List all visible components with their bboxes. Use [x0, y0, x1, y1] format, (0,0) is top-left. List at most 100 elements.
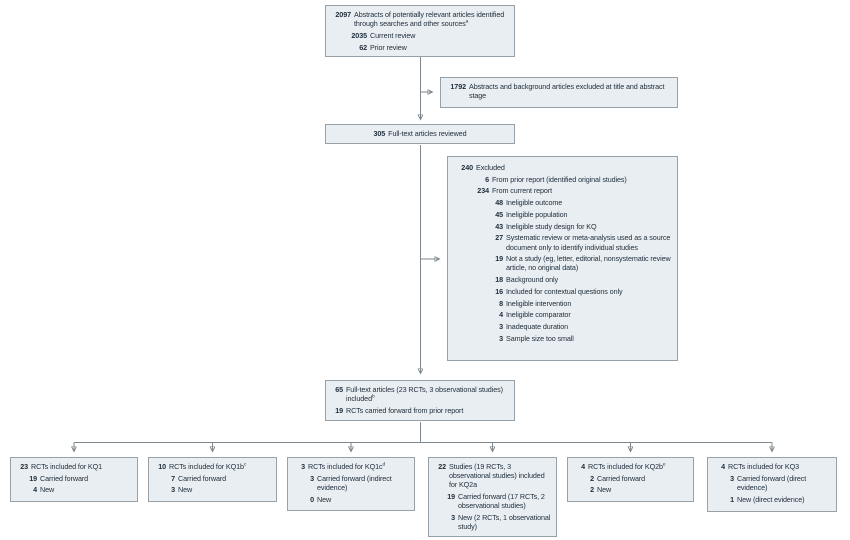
line-text: RCTs carried forward from prior report: [346, 405, 464, 415]
count-value: 16: [495, 286, 503, 296]
count-value: 4: [33, 485, 37, 495]
footnote-marker: d: [382, 462, 386, 468]
line-text: Carried forward: [597, 473, 646, 483]
count-value: 4: [721, 462, 725, 471]
count-value: 2: [590, 473, 594, 483]
line-text: RCTs included for KQ1cd: [308, 462, 386, 471]
line-text: RCTs included for KQ1: [31, 462, 103, 471]
count-value: 45: [495, 209, 503, 219]
line-text: Included for contextual questions only: [506, 286, 623, 296]
line-text: Full-text articles (23 RCTs, 3 observati…: [346, 385, 503, 404]
line-text: New (direct evidence): [737, 494, 805, 504]
line-text: RCTs included for KQ2be: [588, 462, 666, 471]
line-text: Ineligible population: [506, 209, 568, 219]
line-text: Excluded: [476, 163, 505, 172]
line-text: Ineligible study design for KQ: [506, 221, 597, 231]
line-text: Abstracts and background articles exclud…: [469, 82, 665, 101]
line-text: Ineligible intervention: [506, 298, 572, 308]
count-value: 19: [495, 254, 503, 264]
line-text: Carried forward (17 RCTs, 2 observationa…: [458, 492, 545, 511]
line-text: Prior review: [370, 42, 407, 52]
count-value: 3: [730, 473, 734, 483]
count-value: 3: [301, 462, 305, 471]
line-text: Carried forward: [178, 473, 227, 483]
line-text: Full-text articles reviewed: [388, 129, 467, 139]
count-value: 43: [495, 221, 503, 231]
count-value: 3: [499, 333, 503, 343]
count-value: 62: [359, 42, 367, 52]
line-text: New: [317, 494, 332, 504]
count-value: 65: [335, 385, 343, 394]
line-text: New: [40, 485, 55, 495]
line-text: New: [178, 485, 193, 495]
line-text: Inadequate duration: [506, 322, 569, 332]
line-text: Sample size too small: [506, 333, 574, 343]
count-value: 4: [499, 310, 503, 320]
line-text: Background only: [506, 275, 559, 285]
count-value: 23: [20, 462, 28, 471]
line-text: Studies (19 RCTs, 3 observational studie…: [449, 462, 545, 490]
count-value: 27: [495, 233, 503, 243]
count-value: 0: [310, 494, 314, 504]
line-text: Carried forward (indirect evidence): [317, 473, 392, 492]
count-value: 234: [477, 186, 489, 196]
footnote-marker: c: [243, 462, 247, 468]
count-value: 3: [499, 322, 503, 332]
count-value: 305: [373, 129, 386, 139]
count-value: 1: [730, 494, 734, 504]
count-value: 1792: [450, 82, 466, 91]
footnote-marker: a: [465, 19, 469, 25]
count-value: 240: [461, 163, 473, 172]
count-value: 3: [310, 473, 314, 483]
count-value: 18: [495, 275, 503, 285]
count-value: 7: [171, 473, 175, 483]
line-text: RCTs included for KQ3: [728, 462, 800, 471]
count-value: 6: [485, 174, 489, 184]
count-value: 3: [171, 485, 175, 495]
count-value: 4: [581, 462, 585, 471]
count-value: 19: [447, 492, 455, 502]
count-value: 19: [335, 405, 343, 415]
